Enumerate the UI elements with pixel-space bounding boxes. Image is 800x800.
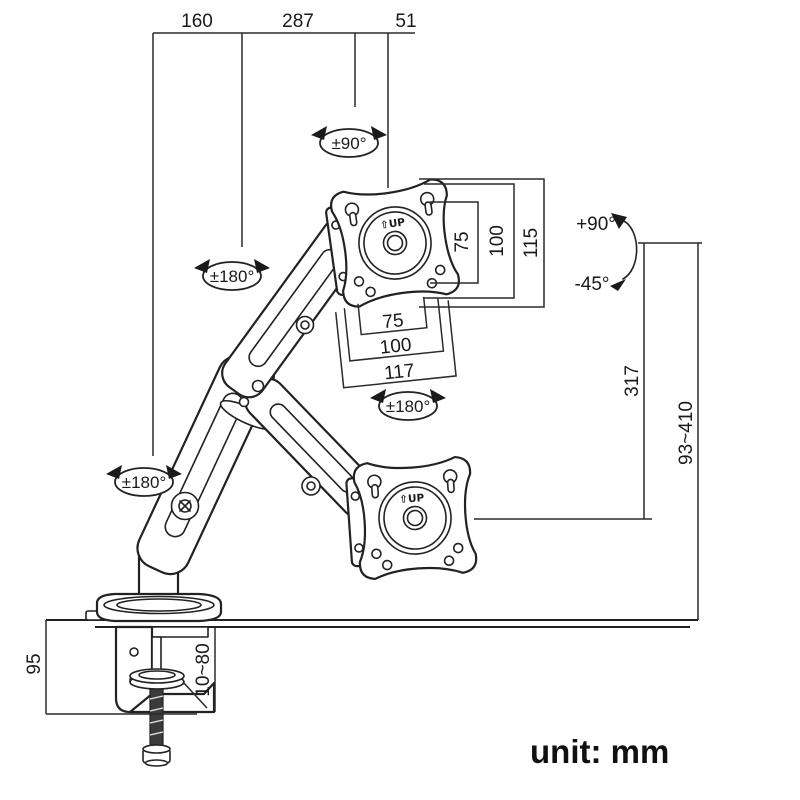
desk-clamp bbox=[114, 625, 216, 767]
angle-upper-arm: ±180° bbox=[210, 267, 255, 286]
dim-vesa-side-inner: 75 bbox=[452, 231, 473, 252]
top-dimension-lines bbox=[152, 32, 415, 456]
dim-top-middle: 287 bbox=[282, 11, 314, 32]
dim-vesa-side-outer: 115 bbox=[521, 228, 542, 258]
dim-desk-thickness: 10~80 bbox=[193, 643, 214, 696]
dim-top-right: 51 bbox=[395, 11, 416, 32]
up-marking-upper: ⇧UP bbox=[379, 216, 406, 231]
dim-arm-rise: 317 bbox=[622, 365, 643, 397]
dimension-annotations: 160 287 51 75 100 115 75 100 117 317 93~… bbox=[24, 11, 702, 715]
dim-height-range: 93~410 bbox=[676, 401, 697, 465]
rotation-symbols: ±90° ±180° ±180° ±180° +90° -45° bbox=[105, 125, 638, 497]
base-plate bbox=[85, 592, 223, 623]
dim-vesa-bottom-outer: 117 bbox=[383, 360, 415, 384]
arm-assembly bbox=[136, 217, 382, 610]
angle-top-swivel: ±90° bbox=[331, 134, 366, 153]
dim-top-left: 160 bbox=[181, 11, 213, 32]
vesa-plate-lower: ⇧UP bbox=[345, 454, 479, 582]
unit-label: unit: mm bbox=[530, 733, 669, 770]
dim-clamp-height: 95 bbox=[24, 653, 45, 674]
angle-base-rotate: ±180° bbox=[122, 473, 167, 492]
vesa-plate-upper: ⇧UP bbox=[325, 176, 462, 310]
angle-vesa-rotate: ±180° bbox=[386, 397, 431, 416]
dim-vesa-side-middle: 100 bbox=[487, 225, 508, 257]
angle-tilt-down: -45° bbox=[574, 274, 609, 295]
angle-tilt-up: +90° bbox=[576, 214, 616, 235]
dim-vesa-bottom-middle: 100 bbox=[379, 334, 413, 358]
clamp-screw-shaft bbox=[151, 636, 162, 672]
tilt-arrow-icon bbox=[610, 213, 638, 291]
dim-vesa-bottom-inner: 75 bbox=[381, 310, 404, 333]
up-marking-lower: ⇧UP bbox=[399, 492, 425, 506]
